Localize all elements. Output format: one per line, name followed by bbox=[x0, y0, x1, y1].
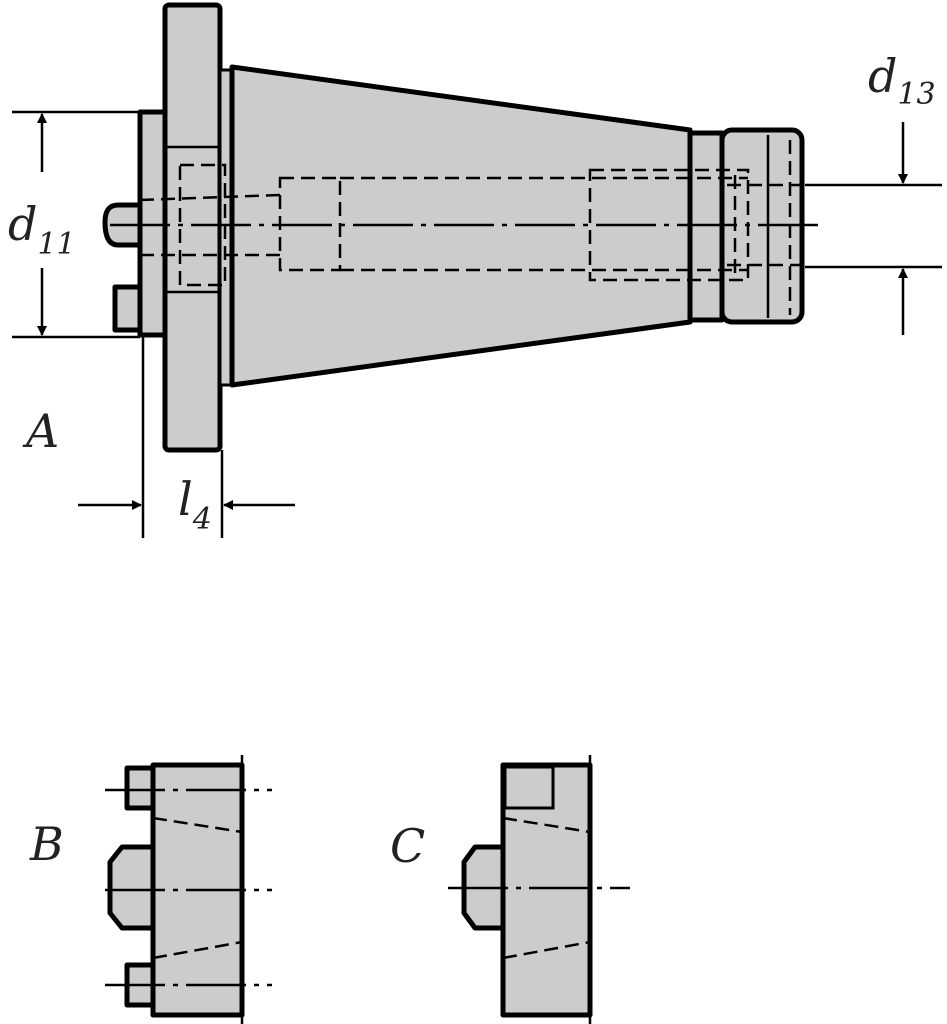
inset-rect bbox=[503, 765, 555, 810]
d11-label: d11 bbox=[8, 197, 76, 262]
pin-top bbox=[124, 765, 156, 811]
hidden-line bbox=[139, 193, 281, 257]
small-pin bbox=[112, 284, 143, 333]
knob bbox=[107, 844, 156, 931]
main-view: d11 d13 l4 A bbox=[8, 2, 942, 538]
hidden-line bbox=[178, 163, 227, 287]
block bbox=[500, 762, 593, 1018]
hidden-line bbox=[588, 168, 750, 282]
flange bbox=[162, 2, 223, 453]
d13-label: d13 bbox=[868, 49, 936, 112]
hub bbox=[137, 109, 168, 338]
hidden-line bbox=[727, 183, 800, 267]
l4-label: l4 bbox=[178, 472, 212, 537]
variant-a-label: A bbox=[22, 404, 59, 458]
hidden-line bbox=[340, 176, 748, 272]
variant-b-view: B bbox=[29, 755, 272, 1024]
variant-c-label: C bbox=[390, 819, 425, 873]
collar bbox=[687, 130, 725, 323]
variant-b-label: B bbox=[29, 817, 64, 871]
variant-c-view: C bbox=[390, 755, 630, 1024]
hidden-taper-line bbox=[152, 816, 243, 960]
hidden-taper-line bbox=[502, 816, 591, 960]
